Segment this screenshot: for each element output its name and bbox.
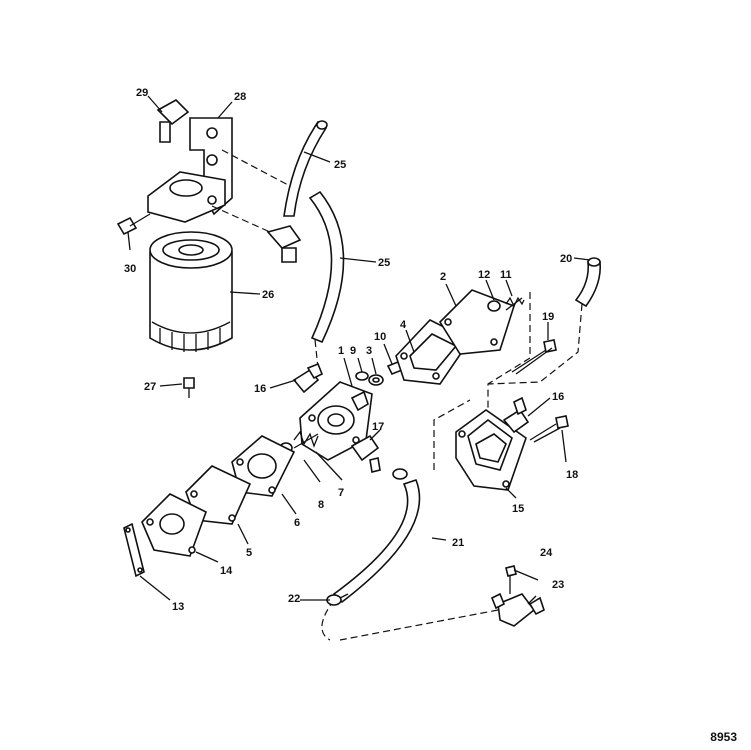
callout-12: 12 <box>478 269 490 281</box>
pump-screw-long <box>511 339 557 375</box>
callout-30: 30 <box>124 263 136 275</box>
callout-14: 14 <box>220 565 233 577</box>
callout-25-lower: 25 <box>378 257 390 269</box>
outlet-fitting <box>350 434 381 473</box>
callout-16-right: 16 <box>552 391 564 403</box>
callout-29: 29 <box>136 87 148 99</box>
callout-27: 27 <box>144 381 156 393</box>
valve-cap <box>487 300 501 312</box>
callout-28: 28 <box>234 91 246 103</box>
screw <box>116 213 151 236</box>
drain-screw <box>183 377 195 398</box>
callout-19: 19 <box>542 311 554 323</box>
callout-22: 22 <box>288 593 300 605</box>
callout-23: 23 <box>552 579 564 591</box>
figure-id: 8953 <box>710 730 737 744</box>
callout-18: 18 <box>566 469 578 481</box>
leader-lines <box>127 95 591 605</box>
callout-24: 24 <box>540 547 553 559</box>
callout-5: 5 <box>246 547 252 559</box>
callout-9: 9 <box>350 345 356 357</box>
hose-fitting-left <box>292 362 324 394</box>
callout-13: 13 <box>172 601 184 613</box>
callout-7: 7 <box>338 487 344 499</box>
fuel-valve <box>339 592 545 641</box>
pump-cover <box>455 409 527 491</box>
callout-2: 2 <box>440 271 446 283</box>
callout-labels: 29 28 25 25 30 26 27 16 1 9 3 10 4 2 12 … <box>124 87 578 613</box>
callout-15: 15 <box>512 503 524 515</box>
fuel-filter-cartridge <box>149 231 233 352</box>
filter-base-bracket <box>147 117 233 223</box>
callout-17: 17 <box>372 421 384 433</box>
diaphragm-spring <box>293 430 319 449</box>
callout-11: 11 <box>500 269 512 281</box>
callout-16-left: 16 <box>254 383 266 395</box>
pump-screw-short <box>529 415 569 443</box>
hose-clamp-upper <box>392 468 408 480</box>
hose-elbow-fitting <box>266 225 302 263</box>
fuel-hose-lower <box>308 190 345 369</box>
callout-6: 6 <box>294 517 300 529</box>
callout-8: 8 <box>318 499 324 511</box>
callout-21: 21 <box>452 537 464 549</box>
valve-screw <box>505 565 517 594</box>
hose-fitting-right <box>502 396 530 434</box>
callout-3: 3 <box>366 345 372 357</box>
seal-washer <box>355 371 369 381</box>
diaphragm-lower <box>231 435 296 497</box>
callout-26: 26 <box>262 289 274 301</box>
callout-1: 1 <box>338 345 344 357</box>
pump-base <box>141 493 207 557</box>
assembly-guide-line <box>487 292 531 410</box>
callout-10: 10 <box>374 331 386 343</box>
fuel-hose-upper <box>283 120 328 217</box>
assembly-guide-line <box>211 205 271 233</box>
fuel-supply-hose <box>321 479 421 641</box>
check-valve <box>368 374 384 386</box>
callout-4: 4 <box>400 319 407 331</box>
assembly-guide-line <box>433 399 471 470</box>
elbow-fitting <box>156 99 190 143</box>
callout-20: 20 <box>560 253 572 265</box>
callout-25-upper: 25 <box>334 159 346 171</box>
mounting-strap <box>123 522 145 578</box>
valve-spring <box>505 296 525 311</box>
vent-hose <box>487 257 602 385</box>
assembly-guide-line <box>221 149 291 187</box>
